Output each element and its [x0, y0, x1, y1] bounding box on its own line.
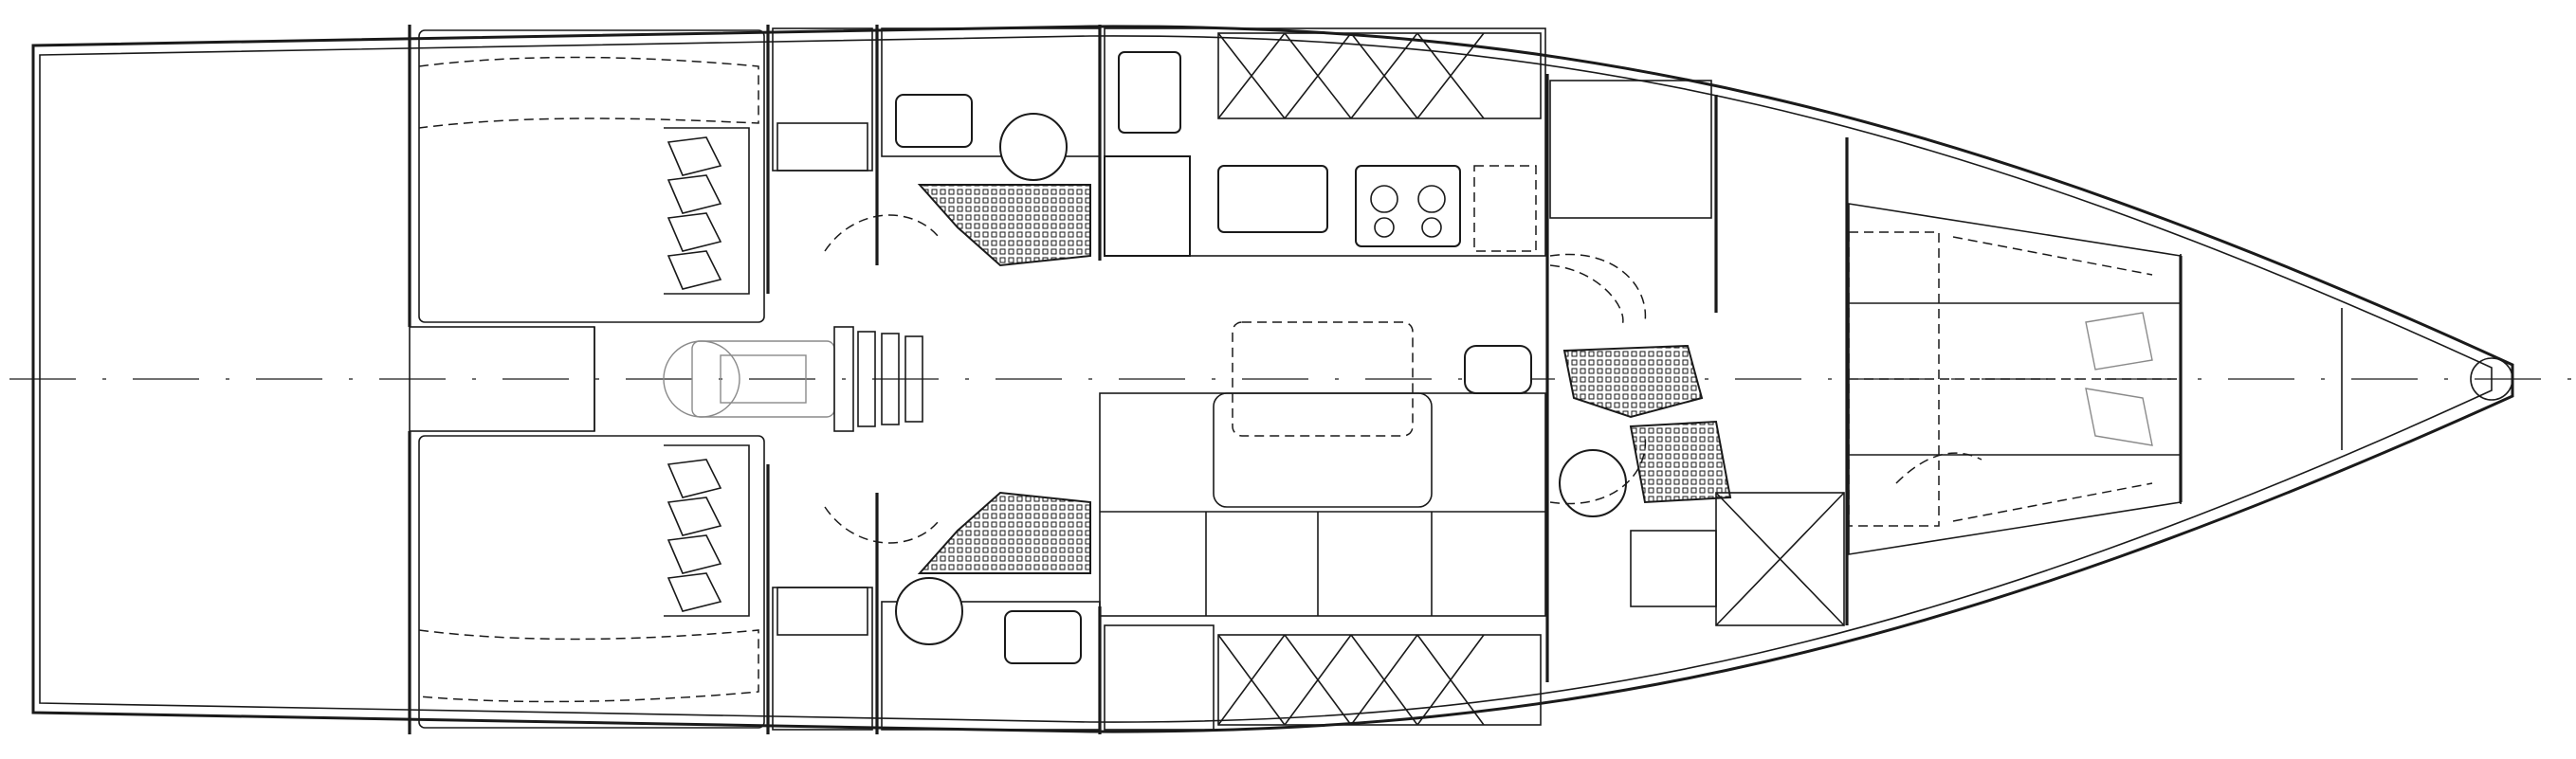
- toilet-icon: [1559, 449, 1627, 517]
- locker: [1473, 165, 1537, 252]
- table: [1232, 321, 1414, 437]
- cabinet-row: [1217, 634, 1542, 726]
- fridge-icon: [1118, 51, 1181, 134]
- shower-grate-icon: [776, 587, 868, 636]
- pillow-group: [664, 444, 750, 617]
- vanity: [1630, 530, 1717, 607]
- engine-icon: [663, 326, 923, 432]
- v-berth-icon: [1848, 231, 1940, 527]
- head-starboard: [772, 491, 1101, 731]
- shower-grate-icon: [776, 122, 868, 172]
- locker: [1104, 624, 1215, 731]
- head-port: [772, 27, 1101, 267]
- galley: [1104, 27, 1546, 257]
- forward-head: [1464, 80, 1732, 607]
- sink-icon: [1004, 610, 1082, 664]
- shower-floor-icon: [1629, 420, 1732, 504]
- shower-floor-icon: [917, 184, 1091, 267]
- counter: [1104, 155, 1191, 257]
- aft-cabin-port: [418, 29, 765, 323]
- sink-icon: [1464, 345, 1532, 394]
- shower-floor-icon: [1562, 344, 1704, 419]
- pillow-icon: [667, 136, 722, 290]
- door-swings: [1549, 253, 1982, 505]
- stove-icon: [1355, 165, 1461, 247]
- locker: [1715, 492, 1845, 626]
- engine-compartment: [409, 326, 923, 432]
- saloon: [1099, 321, 1546, 731]
- cabinet-row: [1217, 32, 1542, 119]
- pillow-icon: [667, 459, 722, 612]
- bow-fitting-icon: [2470, 357, 2513, 401]
- toilet-icon: [999, 113, 1068, 181]
- forward-cabin: [1715, 203, 2182, 626]
- aft-cabin-starboard: [418, 435, 765, 729]
- toilet-icon: [895, 577, 963, 645]
- sink-icon: [1217, 165, 1328, 233]
- pillow-icon: [2085, 312, 2153, 446]
- shower-floor-icon: [917, 491, 1091, 574]
- sofa-icon: [1099, 392, 1546, 617]
- sink-icon: [895, 94, 973, 148]
- pillow-group: [664, 127, 750, 295]
